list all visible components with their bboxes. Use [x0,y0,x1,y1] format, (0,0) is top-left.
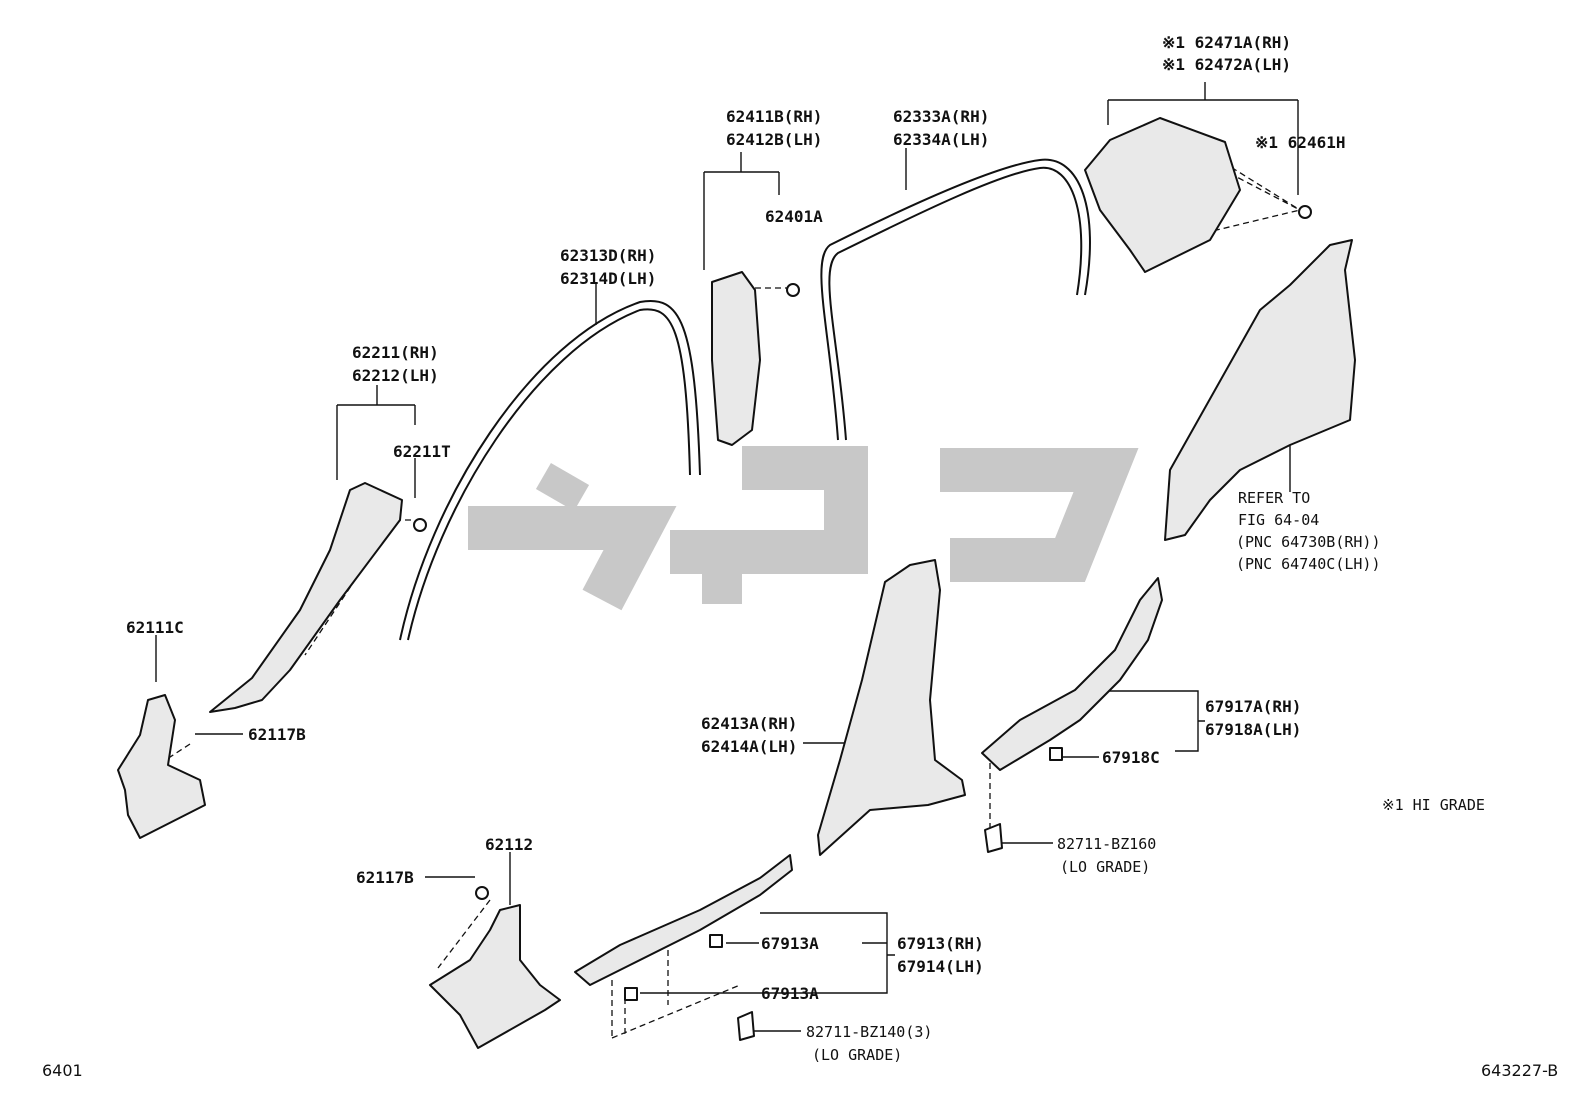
label-82711-BZ160: 82711-BZ160 [1057,835,1156,853]
label-67914: 67914(LH) [897,957,984,976]
label-62117B-bottom: 62117B [356,868,414,887]
footer-right-code: 643227-B [1481,1061,1558,1080]
label-refer-line-3: (PNC 64730B(RH)) [1236,533,1381,551]
part-62211 [209,482,403,713]
part-quarter-trim [1164,239,1356,541]
part-67913 [574,854,793,986]
label-lo-grade-2: (LO GRADE) [812,1046,902,1064]
part-62111C [117,694,206,839]
label-67913: 67913(RH) [897,934,984,953]
label-62212: 62212(LH) [352,366,439,385]
part-62112 [429,904,561,1049]
label-refer-line-4: (PNC 64740C(LH)) [1236,555,1381,573]
label-62211: 62211(RH) [352,343,439,362]
part-62411B [711,271,761,446]
label-67918A: 67918A(LH) [1205,720,1301,739]
label-62472A: ※1 62472A(LH) [1162,55,1291,74]
watermark-logo [468,446,1139,611]
label-62461H: ※1 62461H [1255,133,1345,152]
label-67917A: 67917A(RH) [1205,697,1301,716]
label-lo-grade-1: (LO GRADE) [1060,858,1150,876]
part-62471A [1084,117,1241,273]
label-62314D: 62314D(LH) [560,269,656,288]
label-62412B: 62412B(LH) [726,130,822,149]
label-62401A: 62401A [765,207,823,226]
footer-left-code: 6401 [42,1061,83,1080]
label-62112: 62112 [485,835,533,854]
label-62334A: 62334A(LH) [893,130,989,149]
label-62411B: 62411B(RH) [726,107,822,126]
label-62333A: 62333A(RH) [893,107,989,126]
trim-parts [117,117,1356,1049]
label-refer-line-2: FIG 64-04 [1238,511,1319,529]
leader-lines [155,82,1299,1032]
label-62413A: 62413A(RH) [701,714,797,733]
label-62117B-top: 62117B [248,725,306,744]
label-62111C: 62111C [126,618,184,637]
label-67913A-1: 67913A [761,934,819,953]
label-82711-BZ140: 82711-BZ140(3) [806,1023,932,1041]
label-62211T: 62211T [393,442,451,461]
label-refer-line-1: REFER TO [1238,489,1310,507]
part-62413A [817,559,966,856]
label-62313D: 62313D(RH) [560,246,656,265]
part-labels: ※1 62471A(RH) ※1 62472A(LH) ※1 62461H 62… [126,33,1485,1064]
label-hi-grade-note: ※1 HI GRADE [1382,796,1485,814]
part-67917A [981,577,1163,771]
label-62414A: 62414A(LH) [701,737,797,756]
label-62471A: ※1 62471A(RH) [1162,33,1291,52]
label-67918C: 67918C [1102,748,1160,767]
weatherstrips [399,158,1091,641]
label-67913A-2: 67913A [761,984,819,1003]
